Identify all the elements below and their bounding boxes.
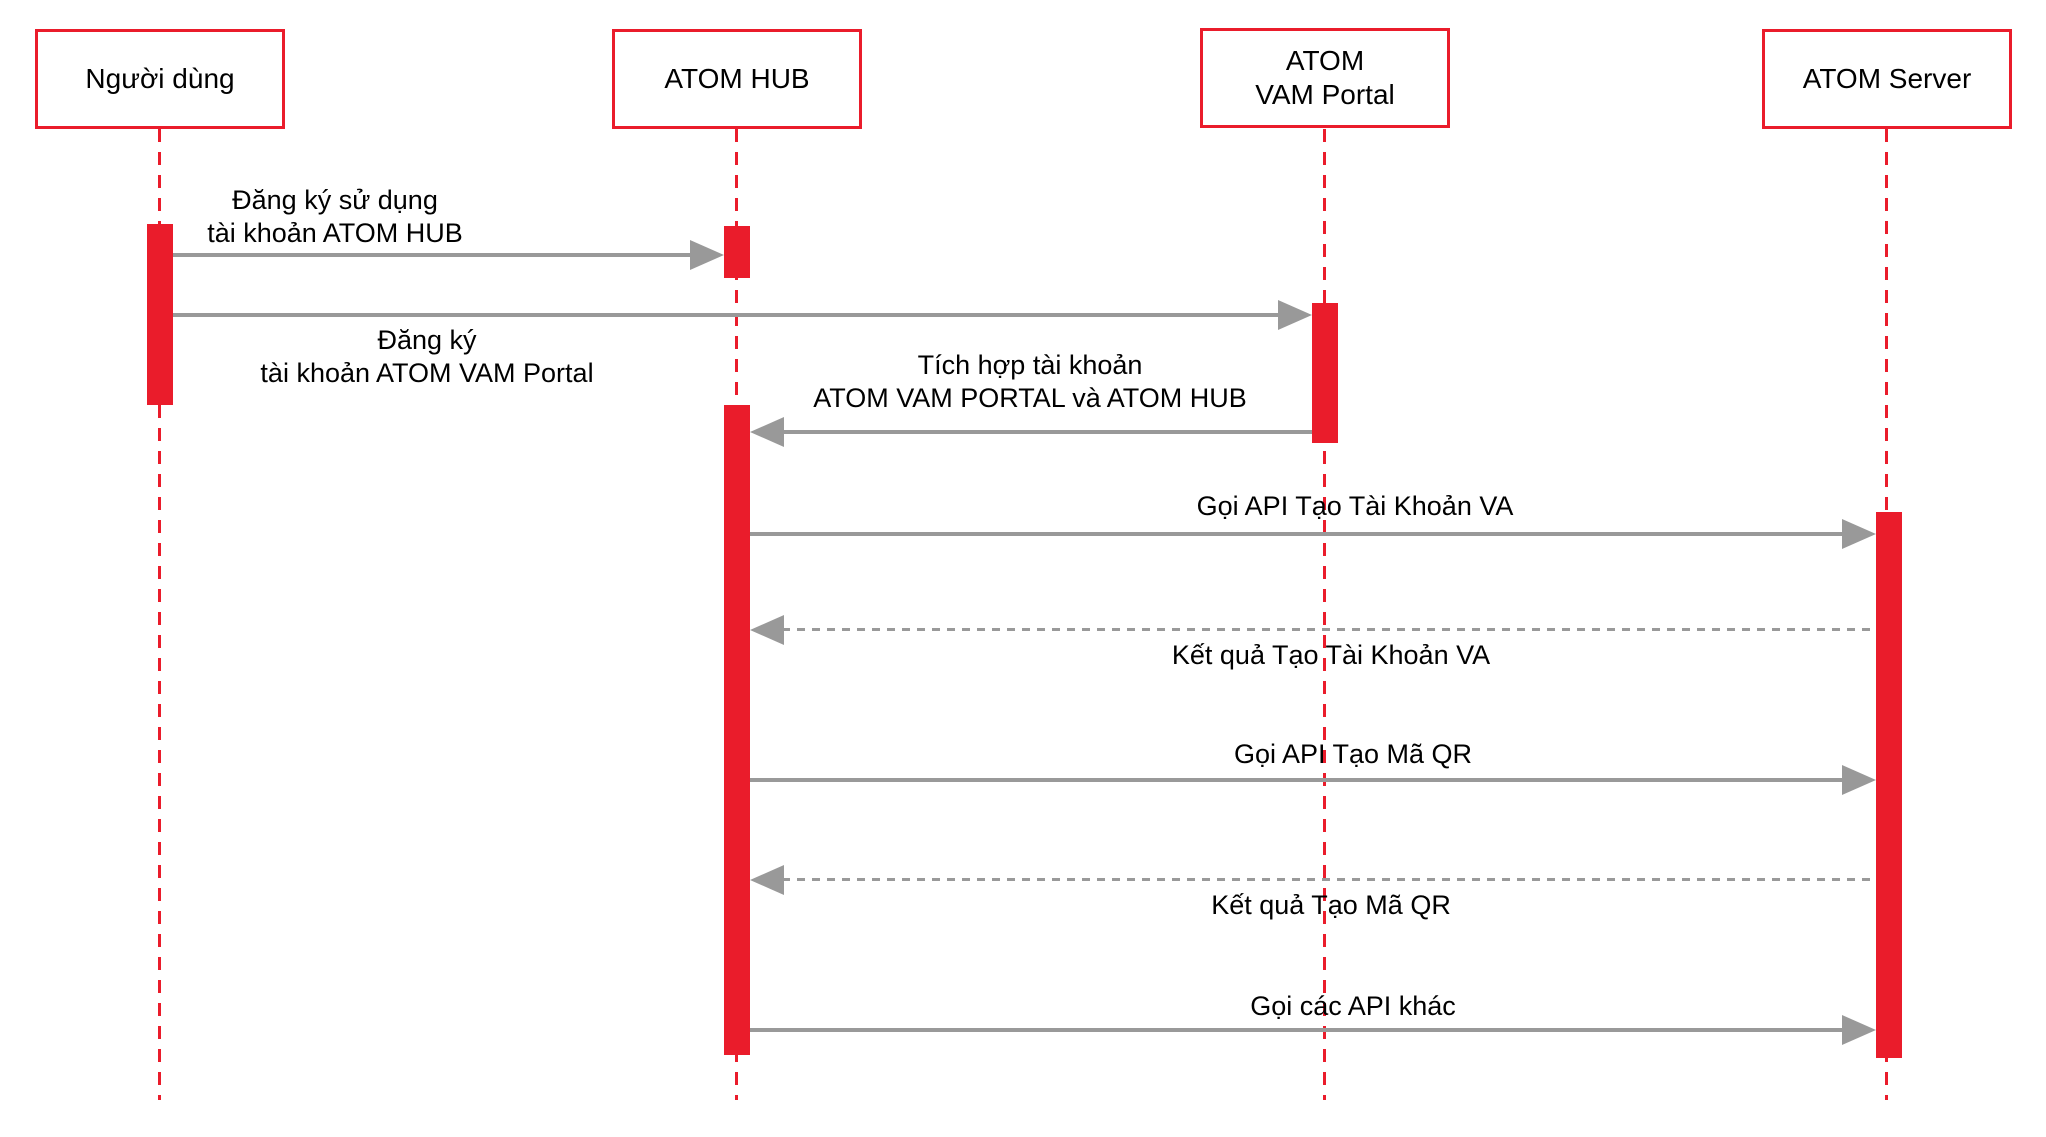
- message-3-label: Tích hợp tài khoản ATOM VAM PORTAL và AT…: [813, 350, 1247, 413]
- arrowhead-right-icon: [1842, 519, 1876, 549]
- arrowhead-right-icon: [1842, 765, 1876, 795]
- message-4-line: [750, 532, 1846, 536]
- activation-bar-atom-vam-portal: [1312, 303, 1338, 443]
- message-1-label: Đăng ký sử dụng tài khoản ATOM HUB: [207, 185, 463, 248]
- message-5-line: [782, 628, 1876, 631]
- participant-box-nguoi-dung: Người dùng: [35, 29, 285, 129]
- lifeline-nguoi-dung: [158, 129, 161, 1100]
- message-8-label: Gọi các API khác: [1250, 991, 1456, 1021]
- arrowhead-left-icon: [750, 417, 784, 447]
- arrowhead-left-icon: [750, 865, 784, 895]
- activation-bar-atom-server: [1876, 512, 1902, 1058]
- message-4-label: Gọi API Tạo Tài Khoản VA: [1196, 491, 1514, 521]
- activation-bar-nguoi-dung: [147, 224, 173, 405]
- message-7-line: [782, 878, 1876, 881]
- message-2-label: Đăng ký tài khoản ATOM VAM Portal: [260, 325, 594, 388]
- message-8-line: [750, 1028, 1846, 1032]
- arrowhead-right-icon: [1278, 300, 1312, 330]
- activation-bar-atom-hub-2: [724, 405, 750, 1055]
- message-7-label: Kết quả Tạo Mã QR: [1211, 890, 1451, 920]
- arrowhead-left-icon: [750, 615, 784, 645]
- participant-box-atom-hub: ATOM HUB: [612, 29, 862, 129]
- message-2-line: [173, 313, 1282, 317]
- lifeline-atom-vam-portal: [1323, 129, 1326, 1100]
- arrowhead-right-icon: [690, 240, 724, 270]
- participant-box-atom-server: ATOM Server: [1762, 29, 2012, 129]
- participant-box-atom-vam-portal: ATOM VAM Portal: [1200, 28, 1450, 128]
- message-1-line: [173, 253, 694, 257]
- activation-bar-atom-hub-1: [724, 226, 750, 278]
- message-3-line: [780, 430, 1312, 434]
- message-6-label: Gọi API Tạo Mã QR: [1233, 739, 1473, 769]
- message-5-label: Kết quả Tạo Tài Khoản VA: [1171, 640, 1491, 670]
- arrowhead-right-icon: [1842, 1015, 1876, 1045]
- message-6-line: [750, 778, 1846, 782]
